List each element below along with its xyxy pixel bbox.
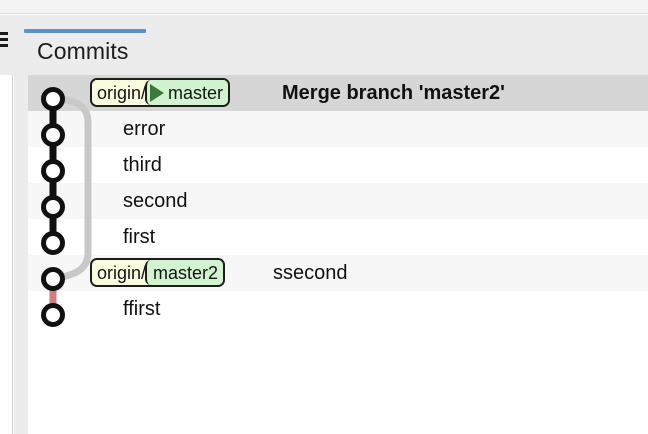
window-top-strip <box>0 0 648 14</box>
hamburger-icon[interactable] <box>0 32 8 47</box>
ref-badge-group[interactable]: origin/master2 <box>90 258 226 287</box>
remote-branch-badge[interactable]: origin/ <box>92 260 152 285</box>
commit-row[interactable]: error <box>28 111 648 147</box>
ref-badge-label: master2 <box>153 262 219 283</box>
ref-badges: origin/master <box>90 78 231 108</box>
remote-branch-badge[interactable]: origin/ <box>92 80 152 105</box>
tab-commits-label: Commits <box>37 38 129 64</box>
commit-row[interactable]: ffirst <box>28 291 648 327</box>
commit-message: ssecond <box>273 262 348 284</box>
ref-badge-label: origin/ <box>97 262 147 283</box>
commit-row[interactable]: second <box>28 183 648 219</box>
commit-list[interactable]: origin/master Merge branch 'master2' error… <box>28 75 648 434</box>
commit-message: Merge branch 'master2' <box>282 82 505 104</box>
commit-message: ffirst <box>123 298 161 320</box>
ref-badge-label: origin/ <box>97 82 147 103</box>
commit-message: error <box>123 118 166 140</box>
head-arrow-icon <box>150 83 165 102</box>
commit-row[interactable]: origin/master Merge branch 'master2' <box>28 75 648 111</box>
commit-row[interactable]: origin/master2 ssecond <box>28 255 648 291</box>
ref-badge-group[interactable]: origin/master <box>90 78 231 107</box>
left-side-panel <box>0 75 13 434</box>
ref-badge-label: master <box>168 82 224 103</box>
commit-message: second <box>123 190 188 212</box>
local-branch-badge[interactable]: master2 <box>145 260 224 285</box>
commit-message: first <box>123 226 156 248</box>
ref-badges: origin/master2 <box>90 258 226 288</box>
commit-row[interactable]: third <box>28 147 648 183</box>
left-gutter <box>14 75 28 434</box>
local-branch-badge[interactable]: master <box>145 80 229 105</box>
tab-active-indicator <box>24 29 146 33</box>
commit-row[interactable]: first <box>28 219 648 255</box>
tab-bar: Commits <box>0 15 648 75</box>
commit-message: third <box>123 154 162 176</box>
